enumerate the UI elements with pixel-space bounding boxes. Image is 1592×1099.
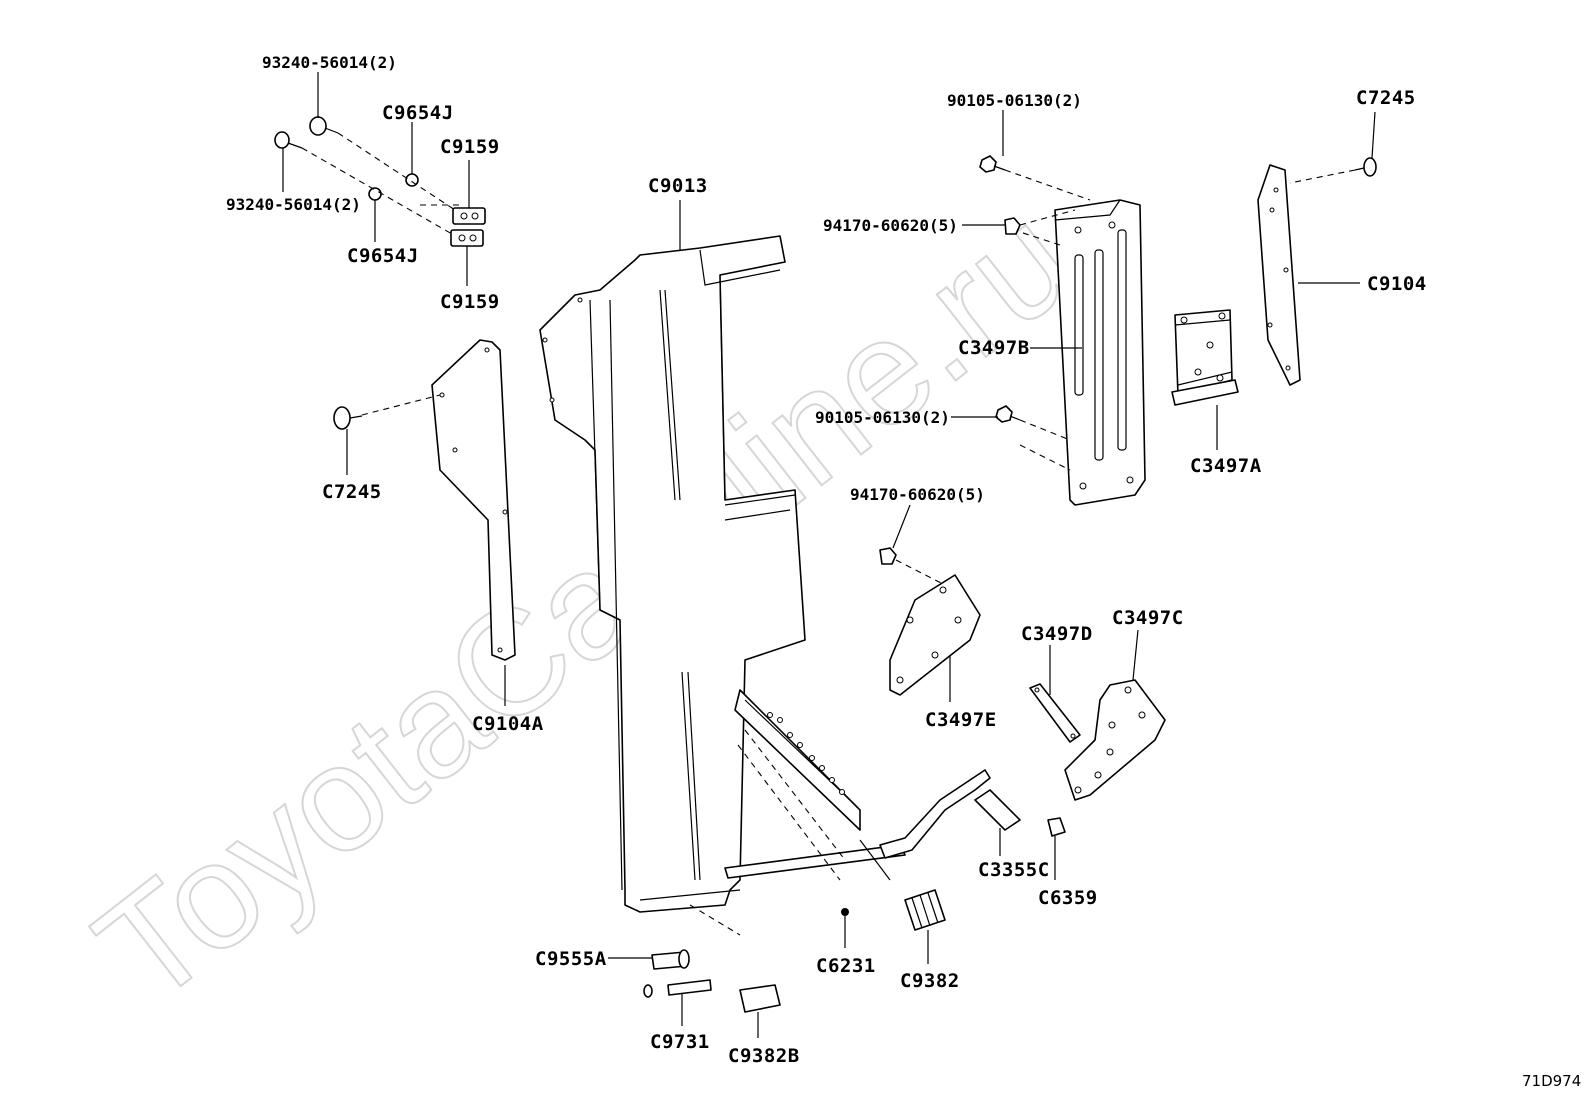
hinge-c3497a[interactable] <box>1171 309 1239 406</box>
bolt-90105-mid[interactable] <box>995 405 1021 423</box>
panel-c9104a[interactable] <box>431 339 516 661</box>
label-c3355c: C3355C <box>978 859 1050 881</box>
label-c3497a: C3497A <box>1190 455 1262 477</box>
label-c9654j-top: C9654J <box>382 102 454 124</box>
link-c3497d[interactable] <box>1029 683 1081 743</box>
label-c9104a: C9104A <box>472 713 544 735</box>
label-c9731: C9731 <box>650 1031 710 1053</box>
label-c9159-bottom: C9159 <box>440 291 500 313</box>
label-c9654j-bottom: C9654J <box>347 245 419 267</box>
bracket-c3497c[interactable] <box>1064 679 1166 801</box>
bracket-c3497e[interactable] <box>889 574 981 696</box>
callout-labels: 93240-56014(2) 93240-56014(2) C9654J C96… <box>226 53 1581 1090</box>
label-c9382b: C9382B <box>728 1045 800 1067</box>
leader-lines <box>282 72 1376 1038</box>
label-c6231: C6231 <box>816 955 876 977</box>
label-93240-bottom: 93240-56014(2) <box>226 195 361 214</box>
label-c3497c: C3497C <box>1112 607 1184 629</box>
label-c9159-top: C9159 <box>440 136 500 158</box>
label-90105-mid: 90105-06130(2) <box>815 408 950 427</box>
label-c9013: C9013 <box>648 175 708 197</box>
label-c7245-left: C7245 <box>322 481 382 503</box>
nut-c9654j-bottom[interactable] <box>368 187 382 201</box>
label-c3497e: C3497E <box>925 709 997 731</box>
bracket-c9159-top[interactable] <box>452 207 486 225</box>
label-c9555a: C9555A <box>535 948 607 970</box>
grip-c3355c[interactable] <box>974 789 1021 831</box>
clip-c7245-left[interactable] <box>333 406 363 430</box>
label-c3497b: C3497B <box>958 337 1030 359</box>
cap-c6359[interactable] <box>1047 817 1066 837</box>
label-c9382: C9382 <box>900 970 960 992</box>
bolt-93240-top[interactable] <box>309 116 339 136</box>
main-frame-c9013[interactable] <box>539 235 991 913</box>
bolt-93240-bottom[interactable] <box>274 131 303 149</box>
panel-c9104[interactable] <box>1257 164 1301 386</box>
bolt-90105-top[interactable] <box>979 155 1006 173</box>
pin-c9731[interactable] <box>643 979 712 998</box>
label-c7245-right: C7245 <box>1356 87 1416 109</box>
diagram-code: 71D974 <box>1522 1072 1581 1090</box>
label-90105-top: 90105-06130(2) <box>947 91 1082 110</box>
pin-c9555a[interactable] <box>651 949 690 970</box>
label-94170-mid: 94170-60620(5) <box>850 485 985 504</box>
nut-94170-top[interactable] <box>1004 217 1021 235</box>
handle-c9382[interactable] <box>904 889 946 931</box>
stop-c9382b[interactable] <box>739 984 781 1013</box>
bracket-c9159-bottom[interactable] <box>450 229 484 247</box>
label-93240-top: 93240-56014(2) <box>262 53 397 72</box>
clip-c6231[interactable] <box>841 908 849 916</box>
label-c3497d: C3497D <box>1021 623 1093 645</box>
label-c9104: C9104 <box>1367 273 1427 295</box>
clip-c7245-right[interactable] <box>1354 157 1377 177</box>
label-c6359: C6359 <box>1038 887 1098 909</box>
nut-94170-mid[interactable] <box>879 547 897 565</box>
bracket-c3497b[interactable] <box>1054 199 1146 506</box>
label-94170-top: 94170-60620(5) <box>823 216 958 235</box>
